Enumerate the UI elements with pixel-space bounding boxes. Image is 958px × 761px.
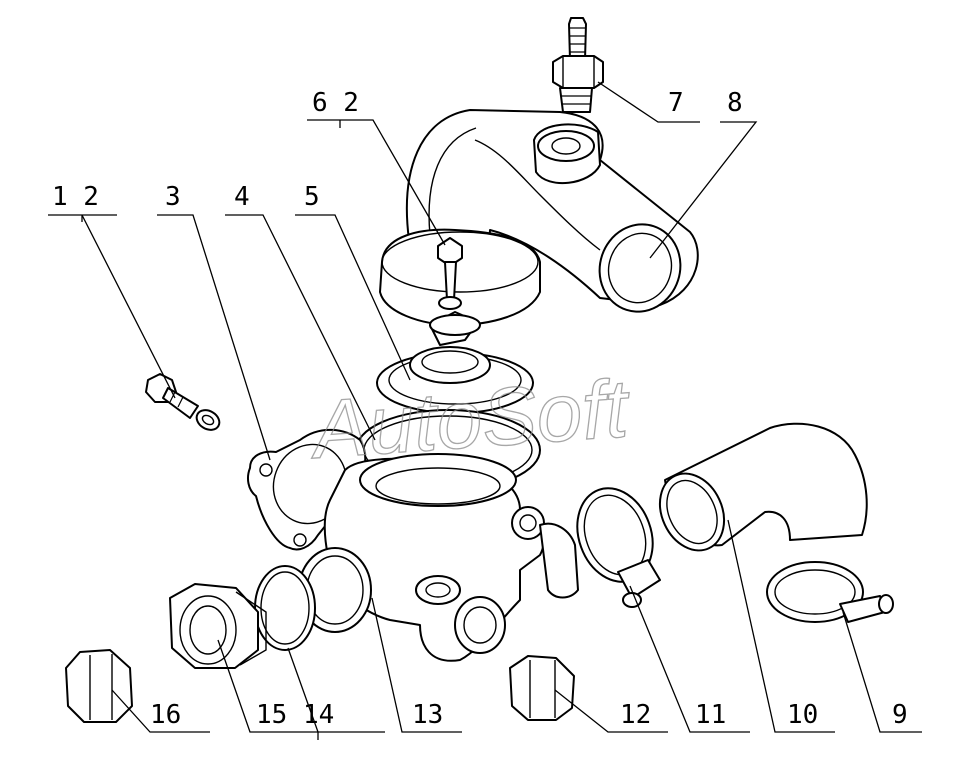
part-16-plug	[65, 649, 133, 723]
part-10-hose-elbow	[658, 422, 868, 552]
callout-label-16: 16	[150, 700, 181, 730]
part-11-hose-clamp	[576, 487, 661, 608]
part-14-o-ring	[254, 565, 316, 651]
callout-label-3: 3	[165, 182, 181, 212]
part-12-plug	[509, 655, 575, 721]
callout-label-9: 9	[892, 700, 908, 730]
callout-label-12: 12	[620, 700, 651, 730]
part-7-fitting	[552, 17, 604, 113]
callout-label-13: 13	[412, 700, 443, 730]
watermark-text: AutoSoft	[306, 363, 634, 476]
callout-label-6-2: 6 2	[312, 88, 359, 118]
callout-label-5: 5	[304, 182, 320, 212]
callout-label-7: 7	[668, 88, 684, 118]
part-15-hex-union	[169, 583, 267, 669]
part-9-hose-clamp	[766, 561, 894, 623]
part-1-2-bolt-washer	[145, 373, 221, 431]
part-13-housing	[298, 453, 579, 662]
callout-label-8: 8	[727, 88, 743, 118]
part-8-outlet-elbow	[379, 109, 699, 326]
callout-group: 6 2 7 8 1 2 3 4 5 16 15 14 13 12	[48, 81, 922, 740]
callout-label-10: 10	[787, 700, 818, 730]
callout-label-4: 4	[234, 182, 250, 212]
callout-label-15-14: 15 14	[256, 700, 334, 730]
callout-label-11: 11	[695, 700, 726, 730]
callout-label-1-2: 1 2	[52, 182, 99, 212]
